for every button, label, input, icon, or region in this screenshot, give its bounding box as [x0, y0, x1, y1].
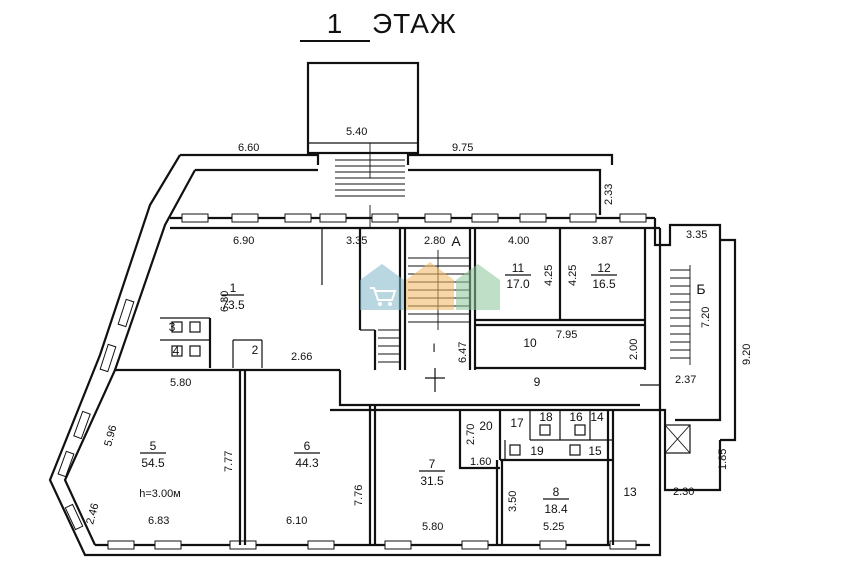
- stair-main: [335, 143, 405, 228]
- room-6-area: 44.3: [295, 456, 319, 470]
- watermark-logo: [360, 262, 500, 310]
- dim-2-80: 2.80: [424, 235, 445, 247]
- room-7-number: 7: [429, 457, 436, 471]
- room-6-number: 6: [304, 439, 311, 453]
- floor-number: 1: [300, 8, 370, 42]
- dim-6-60: 6.60: [238, 142, 259, 154]
- room-18-number: 18: [539, 410, 553, 424]
- room-13-number: 13: [623, 485, 637, 499]
- dim-7-95: 7.95: [556, 329, 577, 341]
- dim-6-83: 6.83: [148, 515, 169, 527]
- room-labels: 1 73.5 2 3 4 5 54.5 h=3.00м 6 44.3 7 31.…: [139, 233, 705, 516]
- sanitary-fixtures: [171, 321, 586, 456]
- dim-7-76: 7.76: [353, 485, 365, 506]
- dim-3-35b: 3.35: [686, 229, 707, 241]
- dim-5-96: 5.96: [102, 424, 119, 448]
- dim-3-50: 3.50: [507, 491, 519, 512]
- room-15-number: 15: [588, 444, 602, 458]
- dim-2-33: 2.33: [603, 184, 615, 205]
- dim-4-25a: 4.25: [543, 265, 555, 286]
- entrance-block: [306, 61, 420, 155]
- dim-9-75: 9.75: [452, 142, 473, 154]
- dim-1-85: 1.85: [717, 449, 729, 470]
- dim-6-30: 6.30: [219, 291, 231, 312]
- stair-b: [664, 265, 691, 454]
- ceiling-height: h=3.00м: [139, 488, 181, 500]
- dim-2-00: 2.00: [628, 339, 640, 360]
- room-11-number: 11: [512, 261, 525, 275]
- dim-3-35a: 3.35: [346, 235, 367, 247]
- dim-2-37: 2.37: [675, 374, 696, 386]
- room-16-number: 16: [569, 410, 583, 424]
- room-12-number: 12: [597, 261, 611, 275]
- room-9-number: 9: [534, 375, 541, 389]
- dim-2-30: 2.30: [673, 486, 694, 498]
- room-12-area: 16.5: [592, 277, 616, 291]
- dim-6-47: 6.47: [457, 342, 469, 363]
- dim-5-40: 5.40: [346, 126, 367, 138]
- dim-4-00: 4.00: [508, 235, 529, 247]
- dim-2-66: 2.66: [291, 351, 312, 363]
- dim-3-87: 3.87: [592, 235, 613, 247]
- dimension-labels: 5.40 6.60 9.75 2.33 6.90 3.35 2.80 4.00 …: [84, 126, 753, 533]
- windows-top: [181, 213, 647, 223]
- dim-7-77: 7.77: [223, 451, 235, 472]
- dim-2-70: 2.70: [465, 424, 477, 445]
- dim-5-80b: 5.80: [422, 521, 443, 533]
- dim-1-60: 1.60: [470, 456, 491, 468]
- room-10-number: 10: [523, 336, 537, 350]
- room-8-area: 18.4: [544, 502, 568, 516]
- room-7-area: 31.5: [420, 474, 444, 488]
- dim-5-80a: 5.80: [170, 377, 191, 389]
- interior-walls: [115, 228, 660, 545]
- room-11-area: 17.0: [506, 277, 530, 291]
- room-17-number: 17: [510, 416, 524, 430]
- stair-b-label: Б: [696, 281, 705, 297]
- dim-5-25: 5.25: [543, 521, 564, 533]
- room-3-number: 3: [169, 320, 176, 334]
- dim-2-46: 2.46: [84, 502, 101, 526]
- dim-4-25b: 4.25: [567, 265, 579, 286]
- room-5-number: 5: [150, 439, 157, 453]
- floor-label: ЭТАЖ: [372, 8, 457, 39]
- room-1-area: 73.5: [221, 298, 245, 312]
- windows-bottom: [107, 540, 637, 550]
- room-8-number: 8: [553, 485, 560, 499]
- dim-9-20: 9.20: [741, 344, 753, 365]
- dim-7-20: 7.20: [700, 307, 712, 328]
- stair-i-label: I: [432, 341, 435, 355]
- room-2-number: 2: [252, 343, 259, 357]
- room-4-number: 4: [173, 344, 180, 358]
- room-14-number: 14: [590, 410, 604, 424]
- stair-a-label: А: [451, 233, 461, 249]
- room-19-number: 19: [530, 444, 544, 458]
- room-5-area: 54.5: [141, 456, 165, 470]
- room-20-number: 20: [479, 419, 493, 433]
- dim-6-10: 6.10: [286, 515, 307, 527]
- room-1-number: 1: [230, 281, 237, 295]
- windows-left: [57, 298, 135, 531]
- dim-6-90: 6.90: [233, 235, 254, 247]
